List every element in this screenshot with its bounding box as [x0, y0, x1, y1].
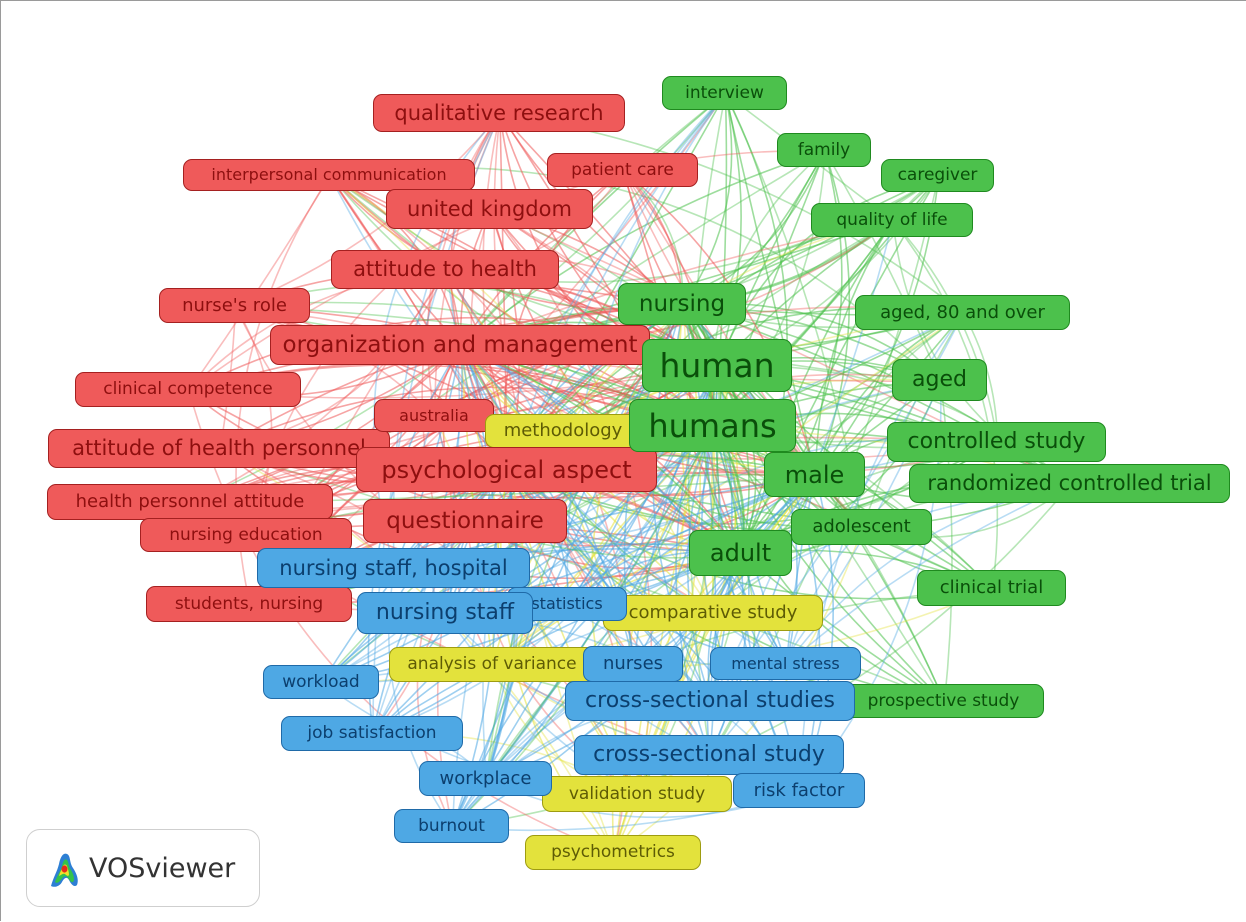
node-adult[interactable]: adult [689, 530, 792, 576]
node-analysis-of-variance[interactable]: analysis of variance [389, 647, 595, 682]
node-cross-sectional-studies[interactable]: cross-sectional studies [565, 681, 855, 721]
network-link [372, 553, 742, 736]
network-link [712, 150, 826, 428]
node-quality-of-life[interactable]: quality of life [811, 203, 973, 237]
node-aged-80-and-over[interactable]: aged, 80 and over [855, 295, 1070, 330]
vosviewer-logo: VOSviewer [26, 829, 260, 907]
node-methodology[interactable]: methodology [485, 414, 641, 448]
node-nursing-staff-hospital[interactable]: nursing staff, hospital [257, 548, 530, 588]
network-link [329, 175, 742, 555]
node-burnout[interactable]: burnout [394, 809, 509, 843]
network-link [190, 270, 447, 504]
network-link [460, 345, 998, 474]
node-caregiver[interactable]: caregiver [881, 159, 994, 192]
node-students-nursing[interactable]: students, nursing [146, 586, 352, 622]
node-family[interactable]: family [777, 133, 871, 167]
node-psychometrics[interactable]: psychometrics [525, 835, 701, 870]
network-link [740, 220, 894, 555]
node-clinical-trial[interactable]: clinical trial [917, 570, 1066, 606]
node-nursing-staff[interactable]: nursing staff [357, 592, 533, 634]
node-attitude-of-health-personnel[interactable]: attitude of health personnel [48, 429, 390, 468]
node-organization-and-management[interactable]: organization and management [270, 325, 650, 365]
node-attitude-to-health[interactable]: attitude to health [331, 250, 559, 289]
node-australia[interactable]: australia [374, 399, 494, 432]
network-link [785, 475, 817, 665]
node-male[interactable]: male [764, 452, 865, 497]
network-link [329, 175, 715, 615]
network-link [460, 150, 826, 347]
node-randomized-controlled-trial[interactable]: randomized controlled trial [909, 464, 1230, 503]
node-risk-factor[interactable]: risk factor [733, 773, 865, 808]
network-link [188, 175, 331, 391]
node-patient-care[interactable]: patient care [547, 153, 698, 187]
node-mental-stress[interactable]: mental stress [710, 647, 861, 680]
node-humans[interactable]: humans [629, 399, 796, 452]
node-interpersonal-communication[interactable]: interpersonal communication [183, 159, 475, 191]
node-workload[interactable]: workload [263, 665, 379, 699]
network-link [892, 220, 999, 444]
node-clinical-competence[interactable]: clinical competence [75, 372, 301, 407]
node-controlled-study[interactable]: controlled study [887, 422, 1106, 462]
node-nursing-education[interactable]: nursing education [140, 518, 352, 552]
node-nurses[interactable]: nurses [583, 646, 683, 682]
node-adolescent[interactable]: adolescent [791, 509, 932, 545]
vosviewer-logo-label: VOSviewer [89, 852, 236, 884]
node-psychological-aspect[interactable]: psychological aspect [356, 447, 657, 492]
vosviewer-logo-icon [51, 853, 78, 887]
node-cross-sectional-study[interactable]: cross-sectional study [574, 735, 844, 775]
node-comparative-study[interactable]: comparative study [603, 595, 823, 631]
node-nurses-role[interactable]: nurse's role [159, 288, 310, 323]
node-job-satisfaction[interactable]: job satisfaction [281, 716, 463, 751]
node-interview[interactable]: interview [662, 76, 787, 110]
node-aged[interactable]: aged [892, 359, 987, 401]
network-link [686, 426, 715, 703]
network-link [824, 150, 942, 382]
node-questionnaire[interactable]: questionnaire [363, 499, 567, 543]
network-link [785, 483, 1071, 666]
network-link [861, 313, 965, 529]
node-validation-study[interactable]: validation study [542, 776, 732, 812]
node-human[interactable]: human [642, 339, 792, 392]
node-qualitative-research[interactable]: qualitative research [373, 94, 625, 132]
node-health-personnel-attitude[interactable]: health personnel attitude [47, 484, 333, 520]
node-united-kingdom[interactable]: united kingdom [386, 189, 593, 229]
node-workplace[interactable]: workplace [419, 761, 552, 796]
network-link [814, 475, 946, 703]
node-prospective-study[interactable]: prospective study [843, 684, 1044, 718]
node-nursing[interactable]: nursing [618, 283, 746, 325]
